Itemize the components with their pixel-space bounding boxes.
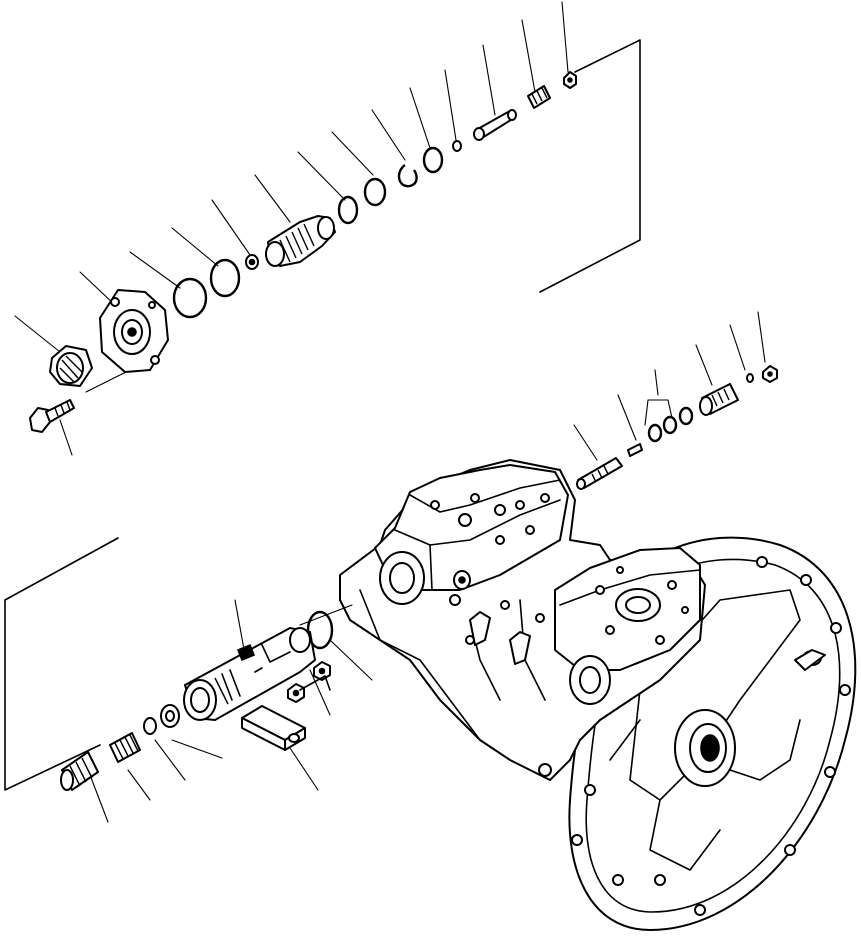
bracket-icon <box>299 675 331 691</box>
hex-nut-icon <box>49 345 93 387</box>
o-ring-icon <box>209 258 241 298</box>
spring-icon <box>60 751 99 791</box>
o-ring-icon <box>363 177 387 207</box>
block-icon <box>241 705 306 751</box>
top-reference-bracket <box>539 39 641 293</box>
bolt-icon <box>313 661 331 681</box>
o-ring-icon <box>422 146 444 174</box>
pin-icon <box>627 443 643 457</box>
spring-icon <box>527 85 551 109</box>
plug-icon <box>563 71 577 89</box>
o-ring-icon <box>662 415 678 435</box>
washer-icon <box>245 254 259 270</box>
lower-leader-lines <box>89 599 373 823</box>
o-ring-icon <box>172 277 208 319</box>
o-ring-icon <box>306 610 334 650</box>
spool-icon <box>265 215 336 267</box>
o-ring-icon <box>337 195 359 225</box>
washer-icon <box>452 140 462 152</box>
washer-icon <box>165 710 175 722</box>
washer-icon <box>143 717 157 735</box>
o-ring-icon <box>678 406 694 426</box>
pin-icon <box>473 109 517 141</box>
servo-piston-icon <box>183 627 316 721</box>
upper-leader-lines <box>14 1 569 456</box>
lock-nut-icon <box>762 365 778 383</box>
bolt-icon <box>29 399 75 433</box>
pilot-rod-icon <box>576 457 623 490</box>
spring-icon <box>109 732 141 763</box>
cover-plate-icon <box>99 289 169 373</box>
o-ring-icon <box>647 423 663 443</box>
snap-ring-icon <box>397 164 418 188</box>
bolt-icon <box>287 683 305 703</box>
pump-assembly-icon <box>339 459 857 931</box>
adjust-screw-icon <box>699 383 739 416</box>
washer-icon <box>746 373 754 383</box>
right-leader-lines <box>573 311 766 461</box>
